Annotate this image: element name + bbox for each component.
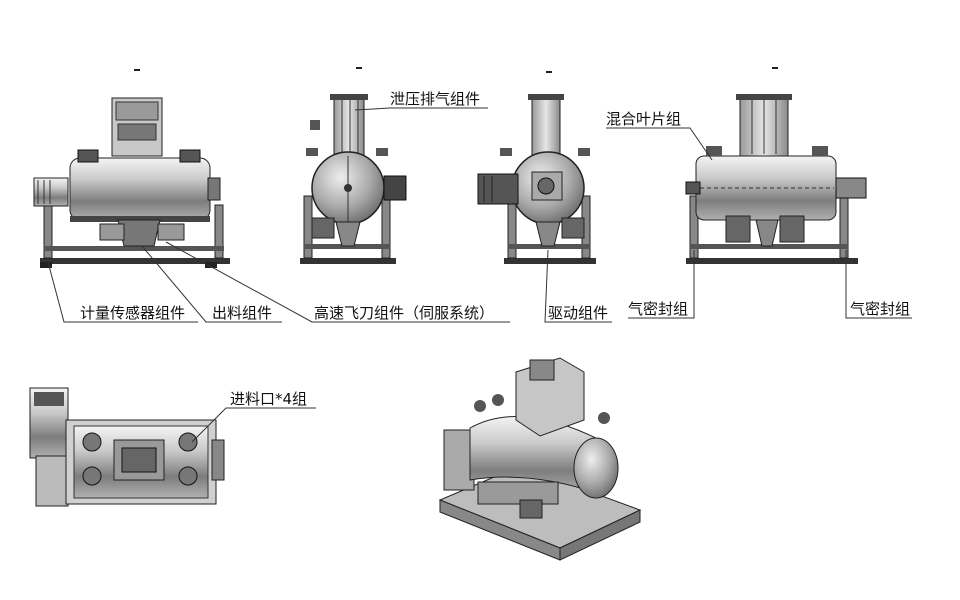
top-view <box>29 387 225 507</box>
label-drive: 驱动组件 <box>548 304 608 322</box>
label-inlet: 进料口*4组 <box>230 390 307 408</box>
label-chopper: 高速飞刀组件（伺服系统） <box>314 304 494 322</box>
label-vent: 泄压排气组件 <box>390 90 480 108</box>
label-seal-left: 气密封组 <box>628 300 688 318</box>
rear-view <box>685 67 867 264</box>
label-discharge: 出料组件 <box>212 304 272 322</box>
label-seal-right: 气密封组 <box>850 300 910 318</box>
label-blade: 混合叶片组 <box>606 110 681 128</box>
front-view <box>33 69 230 268</box>
leader-lines <box>47 107 912 443</box>
label-sensor: 计量传感器组件 <box>80 304 185 322</box>
end-view-right <box>477 71 596 264</box>
end-view-left <box>300 67 407 264</box>
isometric-view <box>438 357 642 561</box>
